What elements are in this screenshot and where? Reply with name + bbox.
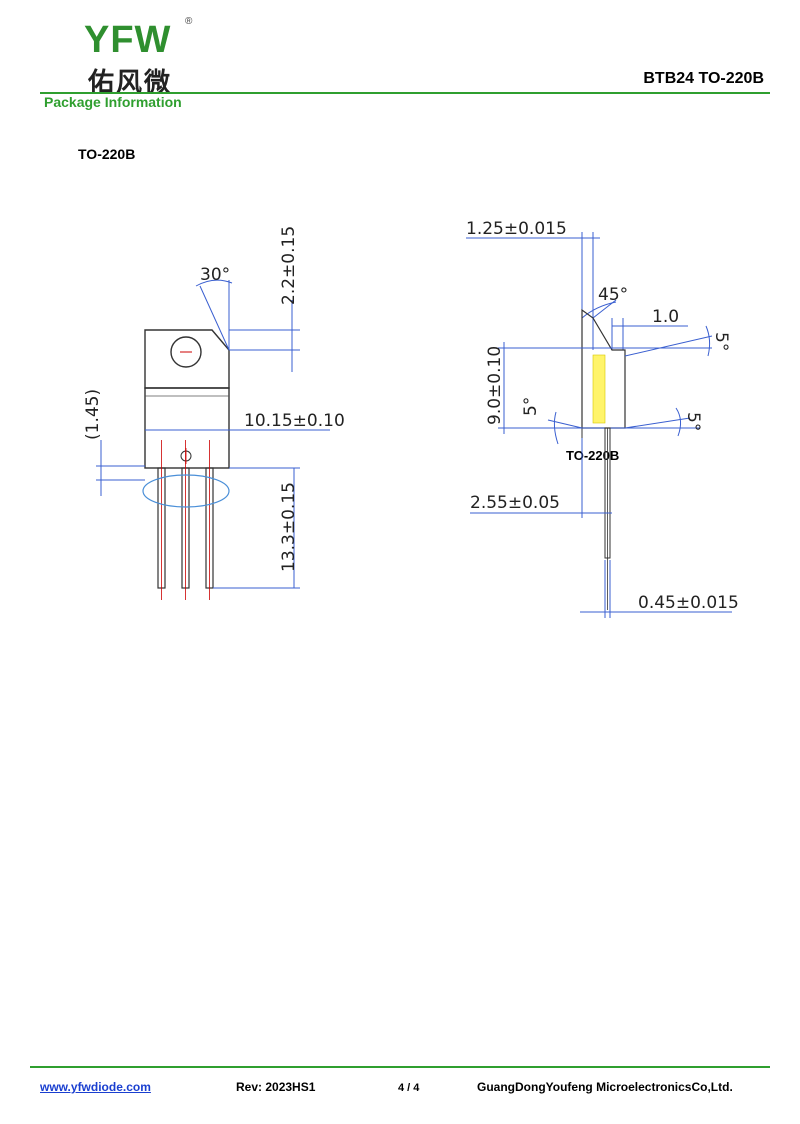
dim-width-label: 10.15±0.10 [244, 411, 345, 431]
dim-1-0-label: 1.0 [652, 307, 679, 327]
revision: Rev: 2023HS1 [236, 1080, 316, 1094]
dim-top-label: 2.2±0.15 [279, 226, 299, 305]
angle-5b-label: 5° [521, 397, 541, 416]
registered-mark: ® [185, 16, 193, 27]
dim-side-label: (1.45) [83, 389, 103, 440]
dim-leads-label: 13.3±0.15 [279, 482, 299, 572]
package-title: TO-220B [78, 146, 136, 162]
package-body [144, 387, 230, 469]
page-number: 4 / 4 [398, 1082, 420, 1094]
footer-divider [30, 1066, 770, 1068]
dim-height-label: 9.0±0.10 [485, 346, 505, 425]
document-title: BTB24 TO-220B [643, 70, 764, 87]
company-name: GuangDongYoufeng MicroelectronicsCo,Ltd. [477, 1080, 733, 1094]
dim-tab-label: 1.25±0.015 [466, 219, 567, 239]
front-view: 30° 2.2±0.15 (1.45) 10.15±0.10 13.3±0.15 [83, 226, 345, 600]
mounting-hole [170, 336, 202, 368]
dim-pitch-label: 2.55±0.05 [470, 493, 560, 513]
angle-5a-label: 5° [711, 332, 731, 351]
angle-5c-label: 5° [683, 412, 703, 431]
angle-45-label: 45° [598, 285, 628, 305]
package-drawing: 30° 2.2±0.15 (1.45) 10.15±0.10 13.3±0.15 [83, 219, 739, 618]
dim-lead-thickness-label: 0.45±0.015 [638, 593, 739, 613]
logo-text: YFW [84, 19, 172, 61]
header-divider [40, 92, 770, 94]
side-view: 1.25±0.015 45° 1.0 9.0±0.10 5 [466, 219, 739, 618]
company-logo: YFW ® 佑风微 [40, 8, 193, 98]
section-label: Package Information [44, 94, 182, 110]
package-tab [144, 329, 230, 389]
angle-30-label: 30° [200, 265, 230, 285]
website-link[interactable]: www.yfwdiode.com [40, 1080, 151, 1094]
lead-bend-highlight [142, 474, 230, 508]
side-view-package-label: TO-220B [566, 448, 619, 463]
